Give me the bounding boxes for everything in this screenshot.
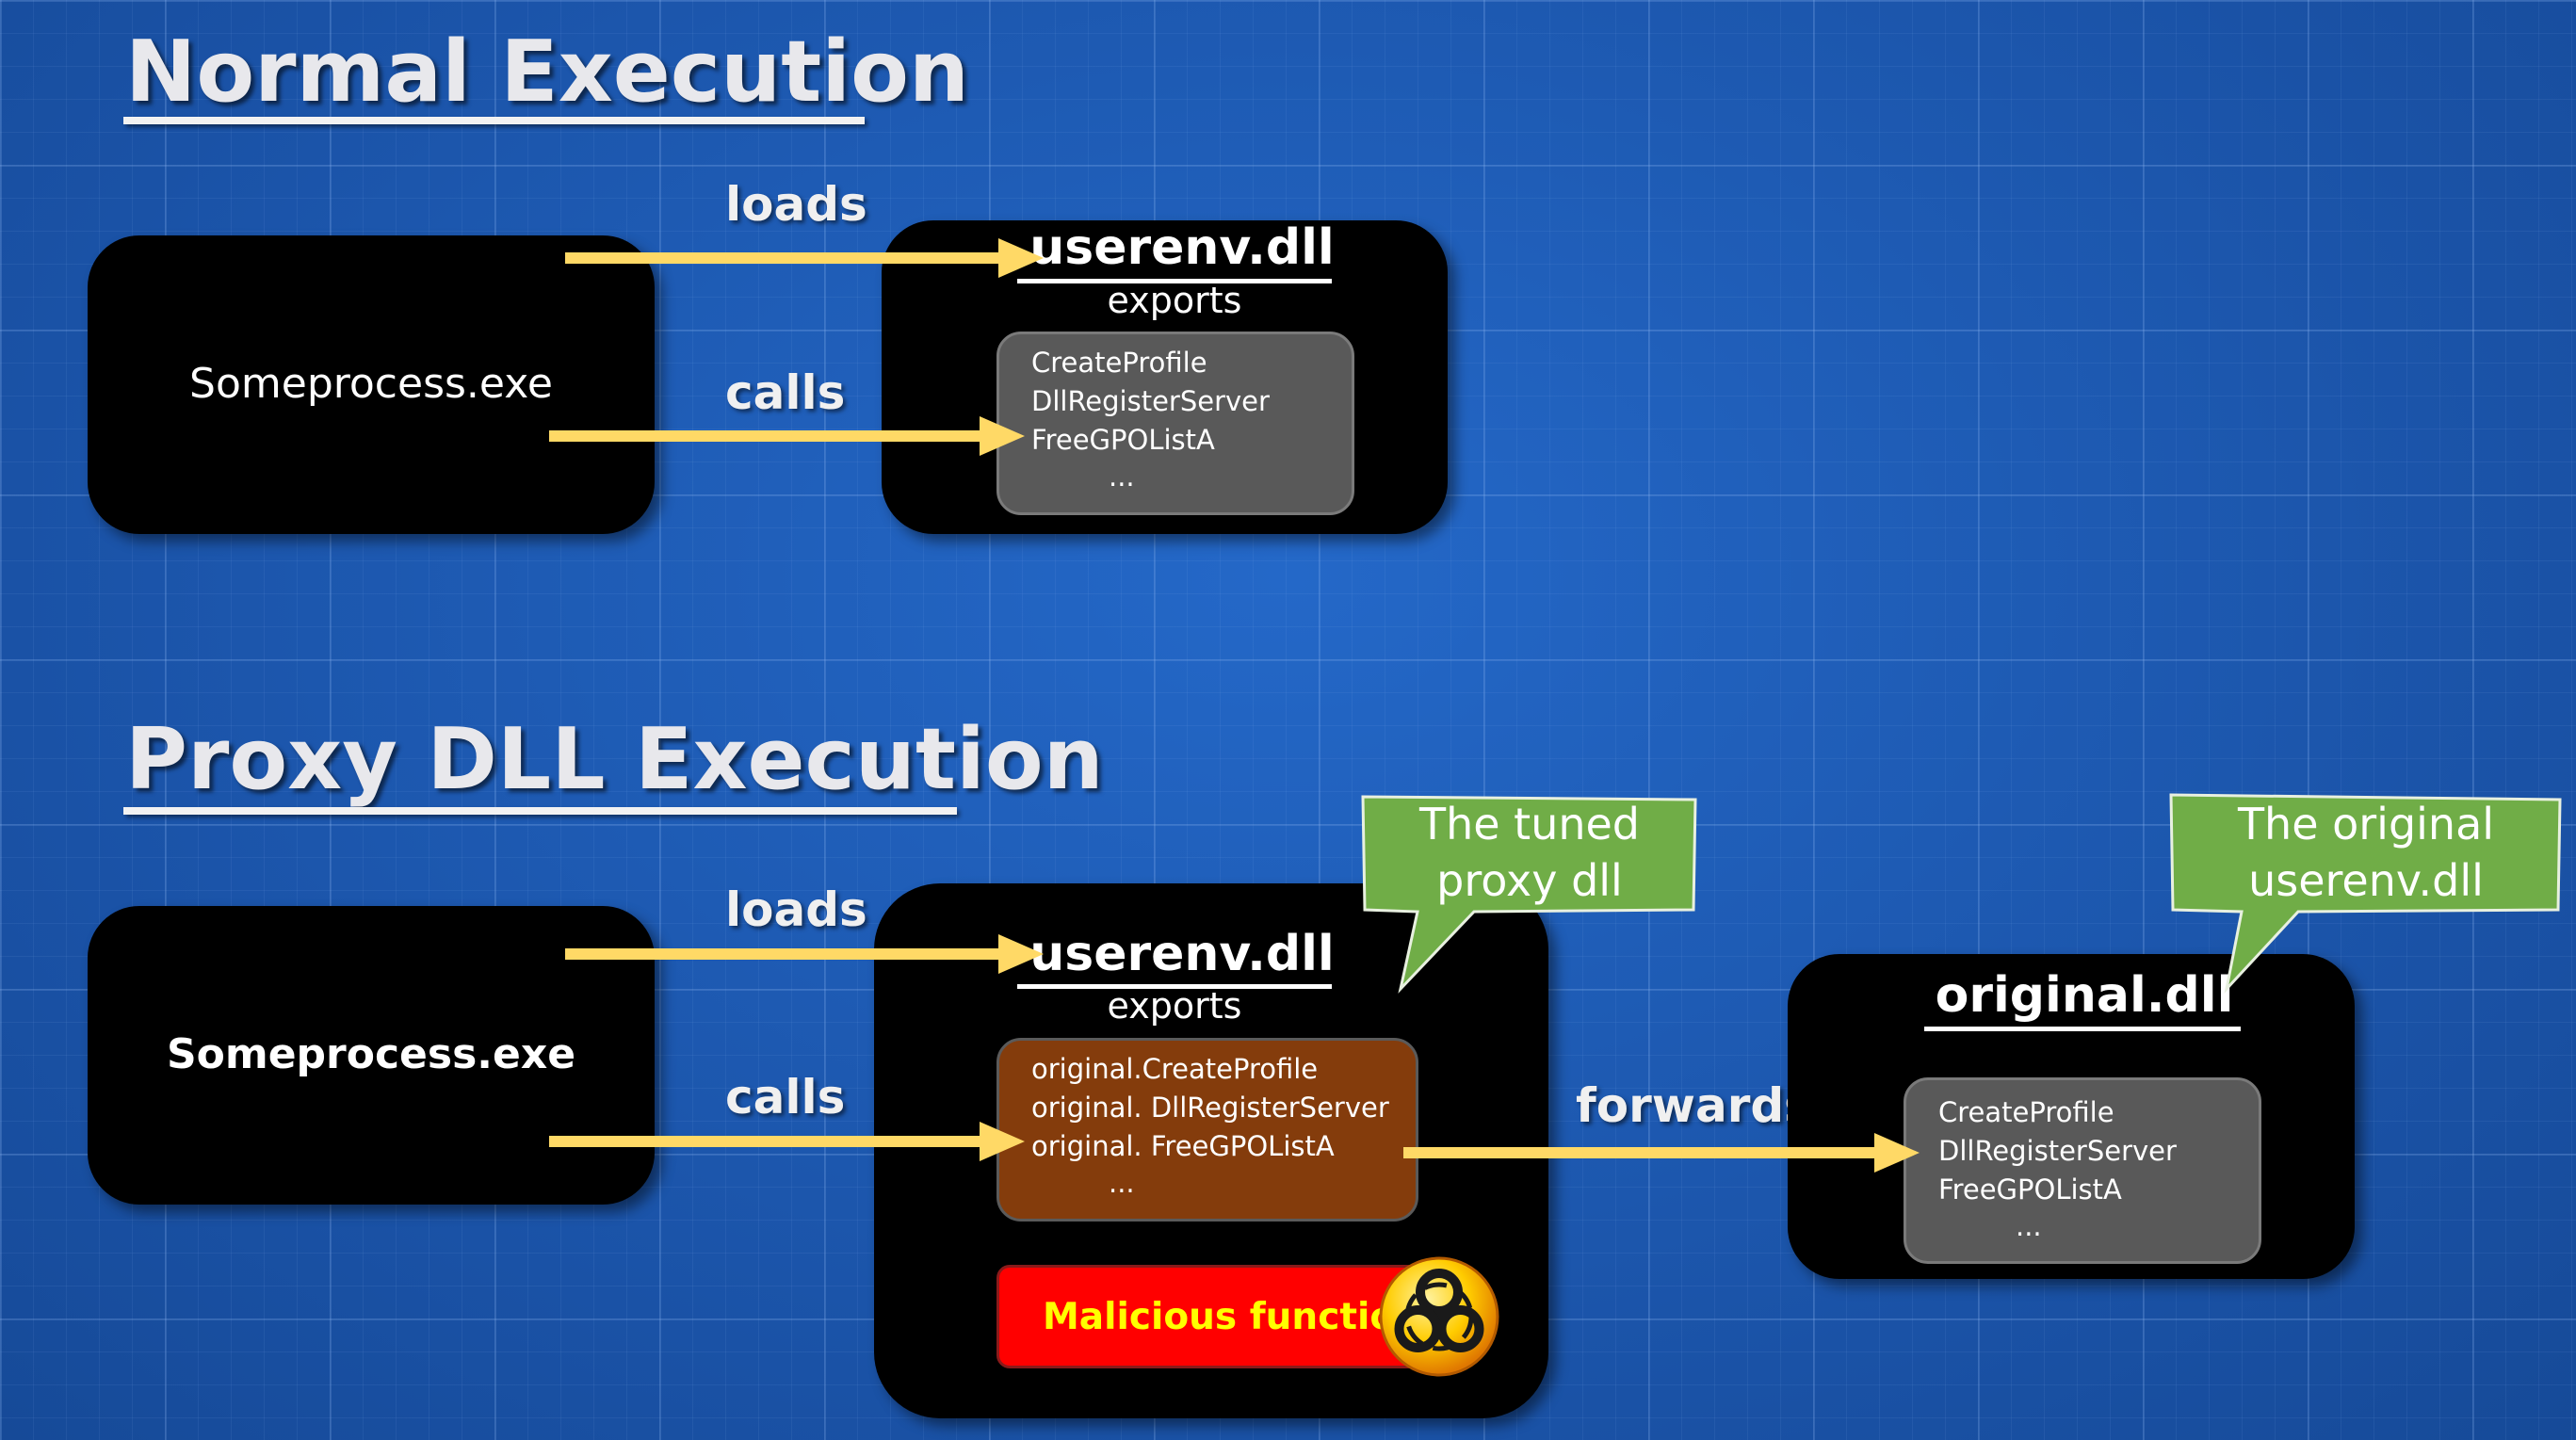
- export-item: DllRegisterServer: [1938, 1135, 2177, 1167]
- export-item: original. DllRegisterServer: [1031, 1092, 1389, 1124]
- callout-original-shape: [2169, 793, 2562, 994]
- calls-label-normal: calls: [725, 365, 846, 420]
- heading-proxy-dll-execution: Proxy DLL Execution: [125, 710, 1104, 809]
- dll-title-normal: userenv.dll: [1029, 219, 1335, 276]
- heading-normal-underline: [123, 117, 865, 124]
- loads-label-normal: loads: [725, 177, 867, 232]
- export-item: original. FreeGPOListA: [1031, 1130, 1335, 1162]
- callout-proxy-line: proxy dll: [1436, 855, 1623, 906]
- export-item: DllRegisterServer: [1031, 385, 1270, 417]
- callout-original-text: The original userenv.dll: [2173, 796, 2559, 909]
- loads-label-proxy: loads: [725, 882, 867, 937]
- callout-original-line: userenv.dll: [2248, 855, 2484, 906]
- exports-label-proxy: exports: [1107, 985, 1242, 1027]
- export-more: ...: [1109, 1167, 1135, 1199]
- exports-list-proxy: original.CreateProfile original. DllRegi…: [996, 1038, 1418, 1222]
- arrow-calls-normal-head: [980, 416, 1025, 456]
- process-box-normal: [88, 235, 655, 534]
- callout-proxy-text: The tuned proxy dll: [1365, 796, 1694, 909]
- arrow-forwards: [1403, 1147, 1879, 1158]
- malicious-function-box: Malicious function: [996, 1265, 1449, 1368]
- export-item: original.CreateProfile: [1031, 1053, 1319, 1085]
- arrow-loads-proxy: [565, 948, 1003, 960]
- export-item: FreeGPOListA: [1938, 1173, 2122, 1205]
- calls-label-proxy: calls: [725, 1070, 846, 1124]
- arrow-forwards-head: [1874, 1133, 1920, 1173]
- arrow-calls-proxy-head: [980, 1122, 1025, 1161]
- arrow-loads-normal-head: [998, 238, 1044, 278]
- original-dll-title: original.dll: [1935, 967, 2234, 1024]
- export-item: CreateProfile: [1031, 347, 1207, 379]
- biohazard-icon: [1379, 1256, 1499, 1377]
- exports-label-normal: exports: [1107, 280, 1242, 321]
- export-item: CreateProfile: [1938, 1096, 2114, 1128]
- arrow-calls-proxy: [549, 1136, 982, 1147]
- export-item: FreeGPOListA: [1031, 424, 1215, 456]
- process-label-proxy: Someprocess.exe: [166, 1030, 576, 1078]
- callout-original-line: The original: [2237, 799, 2495, 849]
- original-exports-list: CreateProfile DllRegisterServer FreeGPOL…: [1904, 1077, 2261, 1264]
- arrow-calls-normal: [549, 430, 982, 442]
- malicious-function-label: Malicious function: [1043, 1295, 1421, 1338]
- callout-proxy-shape: [1361, 795, 1697, 994]
- export-more: ...: [1109, 461, 1135, 493]
- export-more: ...: [2016, 1210, 2042, 1242]
- heading-normal-execution: Normal Execution: [125, 23, 970, 121]
- process-box-proxy: [88, 906, 655, 1205]
- dll-title-underline-proxy: [1017, 984, 1332, 989]
- arrow-loads-normal: [565, 252, 1003, 264]
- forwards-label: forwards: [1576, 1078, 1812, 1133]
- original-dll-underline: [1924, 1027, 2241, 1031]
- exports-list-normal: CreateProfile DllRegisterServer FreeGPOL…: [996, 332, 1354, 515]
- callout-proxy-line: The tuned: [1418, 799, 1641, 849]
- process-label-normal: Someprocess.exe: [189, 360, 553, 408]
- arrow-loads-proxy-head: [998, 934, 1044, 974]
- heading-proxy-underline: [123, 807, 957, 815]
- dll-title-proxy: userenv.dll: [1029, 926, 1335, 982]
- dll-title-underline-normal: [1017, 279, 1332, 283]
